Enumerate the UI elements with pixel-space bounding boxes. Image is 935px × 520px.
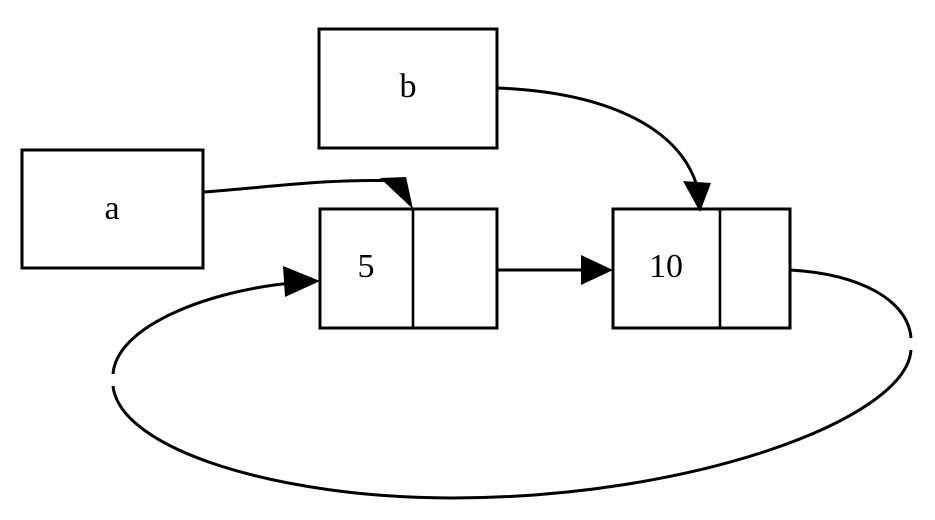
edge-a-to-node5-line [202, 178, 399, 194]
list-node-5-rect [318, 207, 499, 330]
list-node-5[interactable]: 5 [318, 207, 499, 330]
edge-b-to-node10-arrowhead-icon [683, 181, 711, 212]
variable-box-b-label: b [400, 68, 417, 105]
edge-node10-to-node5-segment-left [111, 281, 293, 375]
edge-a-to-node5 [202, 177, 413, 209]
variable-box-a-rect [20, 148, 205, 270]
edge-a-to-node5-arrowhead-icon [380, 177, 413, 209]
list-node-10[interactable]: 10 [611, 207, 792, 330]
variable-box-b[interactable]: b [317, 27, 499, 150]
variable-box-a-label: a [104, 190, 119, 227]
list-node-10-rect [611, 207, 792, 330]
edge-node10-to-node5-segment-bottom [111, 349, 913, 500]
list-node-5-value: 5 [358, 248, 375, 285]
variable-box-b-rect [317, 27, 499, 150]
edge-node10-to-node5-arrowhead-icon [283, 266, 320, 297]
edge-node5-to-node10-arrowhead-icon [581, 255, 613, 285]
edge-node10-to-node5-segment-right [789, 268, 913, 339]
edge-node10-to-node5 [111, 266, 913, 500]
edge-b-to-node10 [496, 86, 711, 212]
variable-box-a[interactable]: a [20, 148, 205, 270]
edge-b-to-node10-line [496, 86, 699, 187]
list-node-10-value: 10 [649, 248, 683, 285]
edge-node5-to-node10 [497, 255, 613, 285]
